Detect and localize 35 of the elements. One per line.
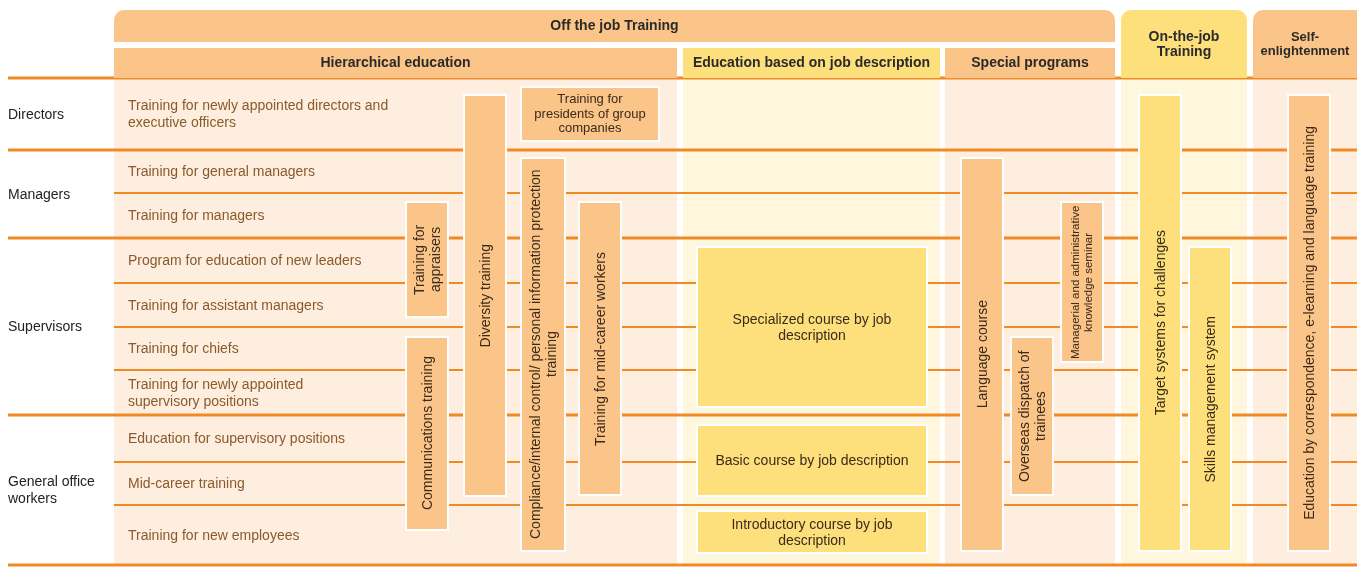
- program-bar: Education by correspondence, e-learning and language training: [1287, 94, 1331, 552]
- category-label: Supervisors: [8, 318, 82, 335]
- category-label: Managers: [8, 185, 71, 203]
- column-header: Off the job Training: [114, 10, 1115, 42]
- program-bar: Introductory course by job description: [696, 510, 928, 554]
- column-header: Special programs: [945, 48, 1115, 78]
- program-bar: Target systems for challenges: [1138, 94, 1182, 552]
- program-bar: Managerial and administrative knowledge seminar: [1060, 201, 1104, 363]
- program-bar: Overseas dispatch of trainees: [1010, 336, 1054, 496]
- program-bar: Language course: [960, 157, 1004, 552]
- program-bar: Training for mid-career workers: [578, 201, 622, 496]
- column-header: Education based on job description: [683, 48, 940, 78]
- row-label: Training for chiefs: [128, 340, 239, 357]
- row-label: Training for managers: [128, 207, 265, 224]
- program-bar: Training for presidents of group companies: [520, 86, 660, 142]
- program-bar: Communications training: [405, 336, 449, 531]
- program-bar: Skills management system: [1188, 246, 1232, 552]
- column-header: Hierarchical education: [114, 48, 677, 78]
- row-label: Training for general managers: [128, 163, 316, 180]
- row-label: Training for assistant managers: [128, 296, 324, 314]
- row-label: Training for newly appointed directors and executive officers: [128, 97, 390, 131]
- row-label: Program for education of new leaders: [128, 252, 362, 269]
- program-bar: Specialized course by job description: [696, 246, 928, 408]
- row-label: Training for newly appointed supervisory positions: [128, 375, 305, 410]
- column-header: Self-enlightenment: [1253, 10, 1357, 78]
- program-bar: Basic course by job description: [696, 424, 928, 497]
- program-bar: Compliance/internal control/ personal information protection training: [520, 157, 566, 552]
- program-bar: Diversity training: [463, 94, 507, 497]
- row-label: Training for new employees: [128, 526, 300, 544]
- column-header: On-the-job Training: [1121, 10, 1247, 78]
- row-label: Education for supervisory positions: [128, 430, 346, 447]
- row-label: Mid-career training: [128, 475, 245, 492]
- category-label: Directors: [8, 105, 64, 123]
- program-bar: Training for appraisers: [405, 201, 449, 318]
- category-label: General office workers: [8, 473, 96, 507]
